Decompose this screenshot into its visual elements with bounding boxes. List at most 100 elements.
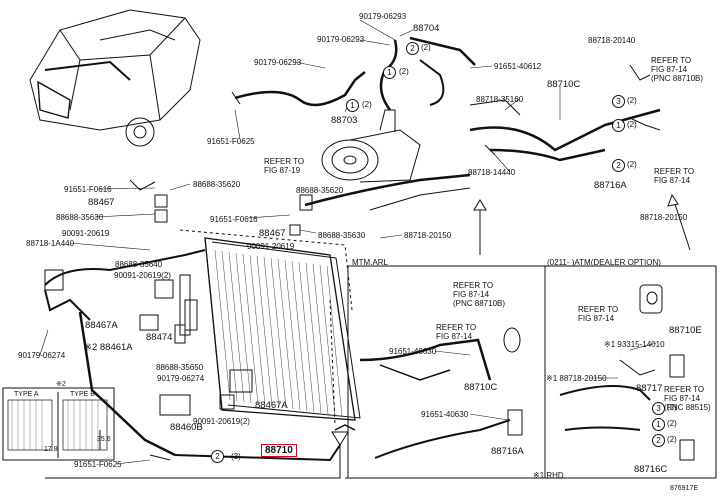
part-label-p88688-35620-a: 88688-35620 (193, 180, 241, 189)
section-section-rhd: ※1 RHD (533, 471, 564, 480)
inset-dimension-b: 35.6 (97, 436, 111, 443)
inset-type-b-label: TYPE B (70, 391, 95, 398)
part-label-p91651-40630-a: 91651-40630 (389, 347, 437, 356)
part-label-p88718-20150-mid: 88718-20150 (404, 231, 452, 240)
refer-note-ref-87-14-pnc-88515: REFER TO FIG 87-14 (PNC 88515) (664, 385, 711, 412)
quantity-qty-2-a: (2) (421, 43, 431, 52)
part-label-p90179-06293-top: 90179-06293 (359, 12, 407, 21)
quantity-qty-2-e: (2) (627, 120, 637, 129)
tube-88710c-upper (469, 64, 661, 162)
part-label-p88710e: 88710E (669, 325, 702, 336)
part-label-p88718-14440: 88718-14440 (468, 168, 516, 177)
inset-note: ※2 (56, 381, 66, 388)
section-section-mtm-arl: MTM.ARL (352, 258, 388, 267)
part-label-p88718-20140: 88718-20140 (588, 36, 636, 45)
part-label-p91651-f0616-a: 91651-F0616 (64, 185, 112, 194)
quantity-qty-2-b: (2) (399, 67, 409, 76)
refer-note-ref-87-14-pnc-88710b-mid: REFER TO FIG 87-14 (PNC 88710B) (453, 281, 506, 308)
part-label-p91651-40612: 91651-40612 (494, 62, 542, 71)
part-label-p88467a-a: 88467A (85, 320, 118, 331)
inset-type-a-label: TYPE A (14, 391, 39, 398)
part-label-p90091-20619-b: 90091-20619 (247, 242, 295, 251)
part-label-p88716a-top: 88716A (594, 180, 627, 191)
quantity-qty-2-g: (2) (667, 403, 677, 412)
callout-circle-1-c: 1 (612, 119, 625, 132)
part-label-p88467a-b: 88467A (255, 400, 288, 411)
callout-circle-3-a: 3 (612, 95, 625, 108)
callout-circle-1-d: 1 (652, 418, 665, 431)
part-label-p91651-40630-b: 91651-40630 (421, 410, 469, 419)
part-label-p88688-35640: 88688-35640 (115, 260, 163, 269)
callout-circle-2-bot: 2 (211, 450, 224, 463)
part-label-p90179-06293-b: 90179-06293 (317, 35, 365, 44)
quantity-qty-2-h: (2) (667, 419, 677, 428)
quantity-qty-2-f: (2) (627, 160, 637, 169)
frame-line (45, 445, 341, 479)
leader-lines (39, 19, 657, 465)
part-label-p88467-a: 88467 (88, 197, 115, 208)
part-label-p88688-35620-b: 88688-35620 (296, 186, 344, 195)
arrow-up-condenser (331, 431, 349, 446)
refer-note-ref-87-14-atm: REFER TO FIG 87-14 (578, 305, 619, 323)
arrow-up-mid (473, 199, 487, 211)
part-label-p88688-35630-a: 88688-35630 (56, 213, 104, 222)
part-label-p88717: 88717 (636, 383, 663, 394)
part-label-p88461a: ※2 88461A (84, 342, 133, 353)
callout-circle-2-a: 2 (406, 42, 419, 55)
part-label-p88704: 88704 (413, 23, 440, 34)
section-section-atm-dealer: (0211- )ATM(DEALER OPTION) (547, 258, 661, 267)
callout-circle-1-b: 1 (383, 66, 396, 79)
part-label-p88718-35160: 88718-35160 (476, 95, 524, 104)
part-label-p88718-20150-top: 88718-20150 (640, 213, 688, 222)
part-label-p88710c-top: 88710C (547, 79, 581, 90)
refer-note-ref-87-19: REFER TO FIG 87-19 (264, 157, 305, 175)
part-label-p93315-14010: ※1 93315-14010 (604, 340, 665, 349)
callout-circle-3-b: 3 (652, 402, 665, 415)
part-label-p90179-06274-b: 90179-06274 (157, 374, 205, 383)
callout-circle-1-top: 1 (346, 99, 359, 112)
frame-mtm (347, 265, 546, 478)
part-label-p88474: 88474 (146, 332, 173, 343)
tube-88710 (149, 424, 356, 462)
inset-box (2, 387, 115, 461)
part-label-p90091-20619-a: 90091-20619 (62, 229, 110, 238)
refer-note-ref-87-14-mid: REFER TO FIG 87-14 (436, 323, 477, 341)
callout-circle-2-b: 2 (612, 159, 625, 172)
part-label-p88716a-bot: 88716A (491, 446, 524, 457)
part-label-p88467-b: 88467 (259, 228, 286, 239)
condenser-group-boundary (179, 229, 353, 311)
refer-note-ref-87-14-pnc-88710b-top: REFER TO FIG 87-14 (PNC 88710B) (651, 56, 704, 83)
part-label-p88718-20150-bot: ※1 88718-20150 (546, 374, 607, 383)
quantity-qty-2-i: (2) (667, 435, 677, 444)
quantity-qty-2-c: (2) (362, 100, 372, 109)
hose-88703 (231, 71, 366, 107)
part-label-p90179-06274-a: 90179-06274 (18, 351, 66, 360)
atm-parts (559, 284, 695, 461)
arrow-up-right (667, 193, 679, 207)
part-label-p91651-f0625-top: 91651-F0625 (207, 137, 255, 146)
part-label-p88460b: 88460B (170, 422, 203, 433)
hose-88461a (44, 249, 206, 457)
condenser-core (179, 237, 361, 421)
callout-circle-2-c: 2 (652, 434, 665, 447)
mtm-parts (359, 327, 523, 459)
part-label-p90179-06293-c: 90179-06293 (254, 58, 302, 67)
part-label-p88688-35630-b: 88688-35630 (318, 231, 366, 240)
vehicle-sketch (29, 9, 201, 147)
part-label-p88718-1a440: 88718-1A440 (26, 239, 75, 248)
footer-code: 876917E (670, 485, 699, 492)
part-label-p88710c-mid: 88710C (464, 382, 498, 393)
quantity-qty-3: (3) (231, 452, 241, 461)
part-label-p88703: 88703 (331, 115, 358, 126)
part-label-p91651-f0616-b: 91651-F0616 (210, 215, 258, 224)
part-label-p88688-35650: 88688-35650 (156, 363, 204, 372)
part-label-p90091-20619-2-b: 90091-20619(2) (193, 417, 250, 426)
refer-note-ref-87-14-top-right: REFER TO FIG 87-14 (654, 167, 695, 185)
frame-atm (545, 265, 717, 478)
quantity-qty-2-d: (2) (627, 96, 637, 105)
part-label-p90091-20619-2-a: 90091-20619(2) (114, 271, 171, 280)
part-label-p91651-f0625-bot: 91651-F0625 (74, 460, 122, 469)
inset-dimension-a: 17.8 (44, 446, 58, 453)
suction-pipe (304, 173, 471, 211)
